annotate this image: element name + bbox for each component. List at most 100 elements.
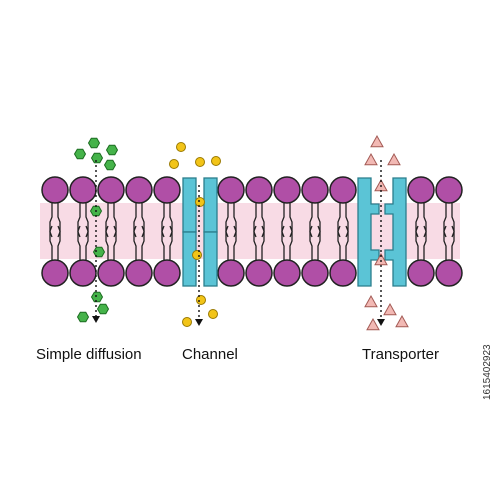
phospholipid-tail [443, 225, 447, 260]
transporter-label: Transporter [362, 346, 439, 363]
phospholipid-head [125, 259, 153, 287]
phospholipid-head [97, 259, 125, 287]
phospholipid-heads [41, 176, 463, 287]
phospholipid-head [217, 176, 245, 204]
phospholipid-tail [57, 225, 61, 260]
channel-ion [192, 250, 202, 260]
phospholipid-tail [281, 203, 285, 238]
transporter-molecule [364, 152, 378, 166]
phospholipid-tails [49, 203, 455, 260]
flow-arrow-head [377, 319, 385, 326]
phospholipid-head [245, 176, 273, 204]
phospholipid-head [273, 176, 301, 204]
phospholipid-tail [253, 225, 257, 260]
phospholipid-head [329, 176, 357, 204]
phospholipid-head [407, 176, 435, 204]
phospholipid-tail [309, 203, 313, 238]
transporter-protein [357, 177, 380, 287]
phospholipid-tail [113, 225, 117, 260]
phospholipid-tail [289, 203, 293, 238]
transporter-molecule [387, 152, 401, 166]
phospholipid-tail [415, 225, 419, 260]
phospholipid-head [407, 259, 435, 287]
phospholipid-tail [169, 225, 173, 260]
channel-ion [182, 317, 192, 327]
phospholipid-tail [233, 203, 237, 238]
phospholipid-head [273, 259, 301, 287]
phospholipid-tail [133, 225, 137, 260]
phospholipid-head [41, 259, 69, 287]
membrane-proteins [182, 177, 407, 287]
phospholipid-tail [415, 203, 419, 238]
phospholipid-head [217, 259, 245, 287]
flow-arrow-head [92, 316, 100, 323]
phospholipid-tail [443, 203, 447, 238]
flow-arrows [92, 160, 385, 326]
phospholipid-tail [451, 225, 455, 260]
phospholipid-tail [345, 225, 349, 260]
channel-protein [182, 177, 197, 233]
phospholipid-tail [281, 225, 285, 260]
phospholipid-tail [225, 203, 229, 238]
transporter-molecule [364, 294, 378, 308]
phospholipid-tail [105, 203, 109, 238]
transporter-molecule [395, 314, 409, 328]
phospholipid-tail [423, 225, 427, 260]
phospholipid-head [69, 176, 97, 204]
molecules [73, 134, 409, 331]
transporter-protein [384, 177, 407, 287]
channel-protein [203, 177, 218, 233]
phospholipid-tail [451, 203, 455, 238]
phospholipid-tail [57, 203, 61, 238]
channel-ion [196, 295, 206, 305]
phospholipid-tail [337, 225, 341, 260]
phospholipid-head [69, 259, 97, 287]
phospholipid-head [125, 176, 153, 204]
phospholipid-tail [337, 203, 341, 238]
phospholipid-tail [233, 225, 237, 260]
diffusion-molecule [87, 137, 101, 149]
phospholipid-head [153, 176, 181, 204]
channel-protein [203, 231, 218, 287]
phospholipid-tail [85, 203, 89, 238]
stock-id-text: 1615402923 [482, 344, 493, 400]
transporter-molecule [366, 317, 380, 331]
channel-ion [211, 156, 221, 166]
channel-ion [195, 157, 205, 167]
phospholipid-tail [141, 203, 145, 238]
phospholipid-tail [113, 203, 117, 238]
phospholipid-tail [423, 203, 427, 238]
channel-ion [176, 142, 186, 152]
diffusion-molecule [90, 152, 104, 164]
phospholipid-tail [161, 225, 165, 260]
phospholipid-tail [133, 203, 137, 238]
phospholipid-tail [77, 225, 81, 260]
phospholipid-tail [253, 203, 257, 238]
diffusion-molecule [105, 144, 119, 156]
phospholipid-tail [345, 203, 349, 238]
phospholipid-tail [49, 225, 53, 260]
phospholipid-tail [261, 225, 265, 260]
flow-arrow-head [195, 319, 203, 326]
diffusion-molecule [90, 291, 104, 303]
phospholipid-tail [85, 225, 89, 260]
phospholipid-head [97, 176, 125, 204]
channel-ion [169, 159, 179, 169]
phospholipid-head [435, 176, 463, 204]
channel-ion [208, 309, 218, 319]
phospholipid-tail [49, 203, 53, 238]
phospholipid-head [435, 259, 463, 287]
phospholipid-tail [169, 203, 173, 238]
phospholipid-head [301, 176, 329, 204]
phospholipid-tail [225, 225, 229, 260]
diffusion-molecule [73, 148, 87, 160]
phospholipid-tail [317, 203, 321, 238]
transporter-molecule [374, 252, 388, 266]
phospholipid-tail [77, 203, 81, 238]
phospholipid-tail [317, 225, 321, 260]
phospholipid-head [153, 259, 181, 287]
phospholipid-head [329, 259, 357, 287]
channel-ion [195, 197, 205, 207]
phospholipid-tail [105, 225, 109, 260]
